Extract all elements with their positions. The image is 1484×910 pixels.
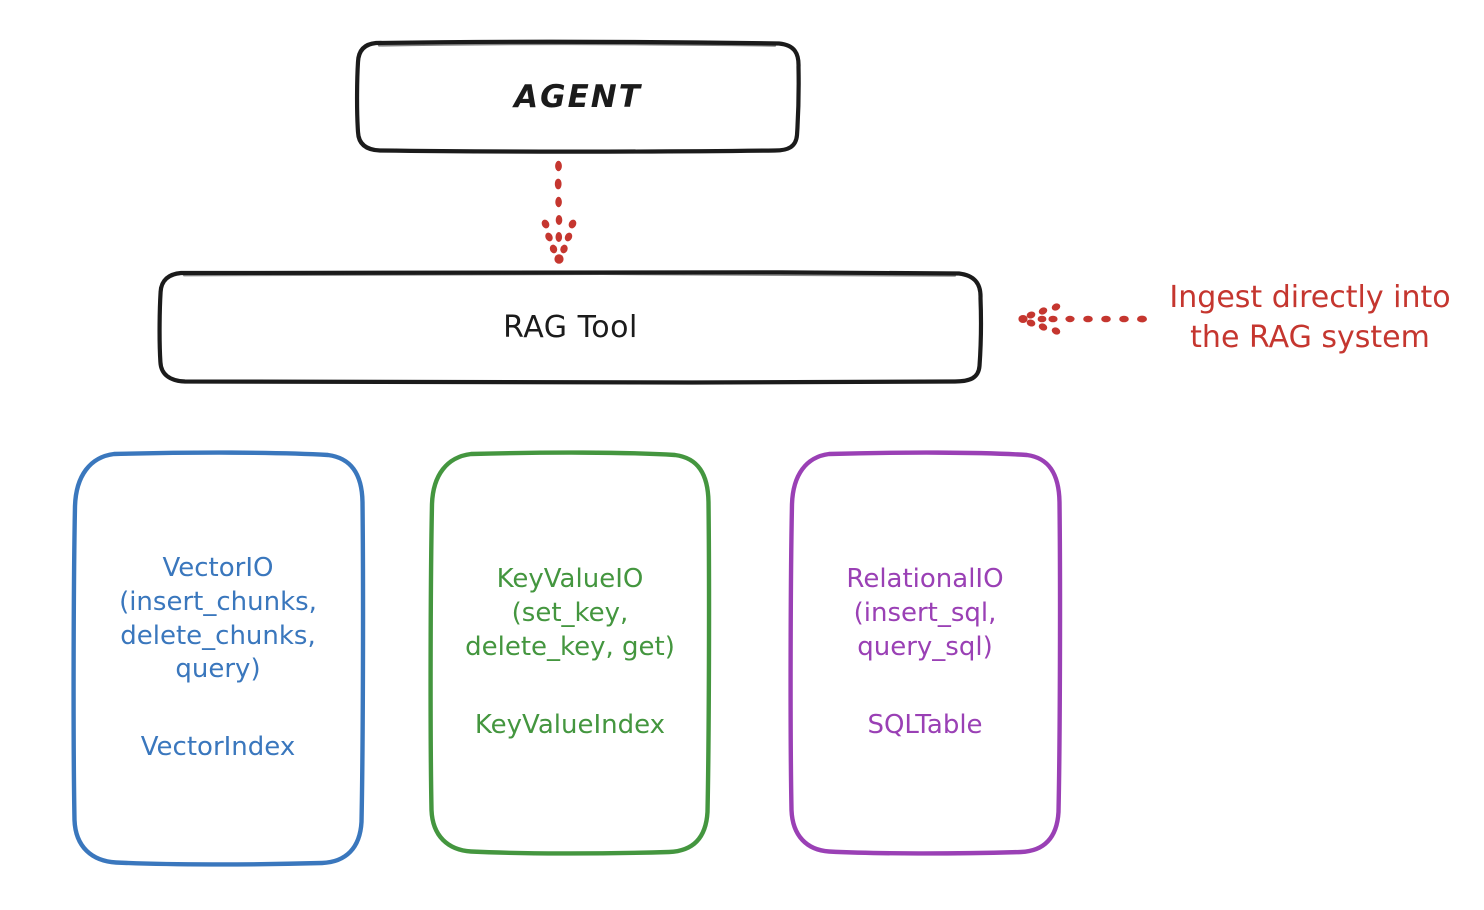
rag-tool-label: RAG Tool xyxy=(503,309,638,345)
vector-io-index-label: VectorIndex xyxy=(140,732,296,763)
vector-io-node[interactable]: VectorIO (insert_chunks, delete_chunks, … xyxy=(70,450,366,867)
relational-io-node[interactable]: RelationalIO (insert_sql, query_sql) SQL… xyxy=(787,450,1063,856)
arrowhead-down xyxy=(541,219,577,264)
agent-label: AGENT xyxy=(514,78,642,115)
agent-to-rag-tool-connector xyxy=(541,160,577,264)
relational-io-api-label: RelationalIO (insert_sql, query_sql) xyxy=(846,564,1004,662)
key-value-io-index-label: KeyValueIndex xyxy=(474,709,666,740)
key-value-io-content: KeyValueIO (set_key, delete_key, get) Ke… xyxy=(459,563,681,742)
arrowhead-left xyxy=(1018,303,1061,335)
relational-io-index-label: SQLTable xyxy=(867,709,983,740)
key-value-io-node[interactable]: KeyValueIO (set_key, delete_key, get) Ke… xyxy=(427,450,713,856)
key-value-io-api-label: KeyValueIO (set_key, delete_key, get) xyxy=(465,564,675,662)
agent-node[interactable]: AGENT xyxy=(354,39,801,154)
vector-io-api-label: VectorIO (insert_chunks, delete_chunks, … xyxy=(119,553,317,685)
ingest-annotation-text: Ingest directly into the RAG system xyxy=(1169,280,1451,355)
vector-io-content: VectorIO (insert_chunks, delete_chunks, … xyxy=(113,552,323,765)
relational-io-content: RelationalIO (insert_sql, query_sql) SQL… xyxy=(840,563,1009,742)
ingest-connector xyxy=(1018,303,1147,335)
dotted-line-down xyxy=(554,160,563,225)
rag-tool-node[interactable]: RAG Tool xyxy=(157,269,984,385)
dotted-line-left xyxy=(1065,315,1147,323)
